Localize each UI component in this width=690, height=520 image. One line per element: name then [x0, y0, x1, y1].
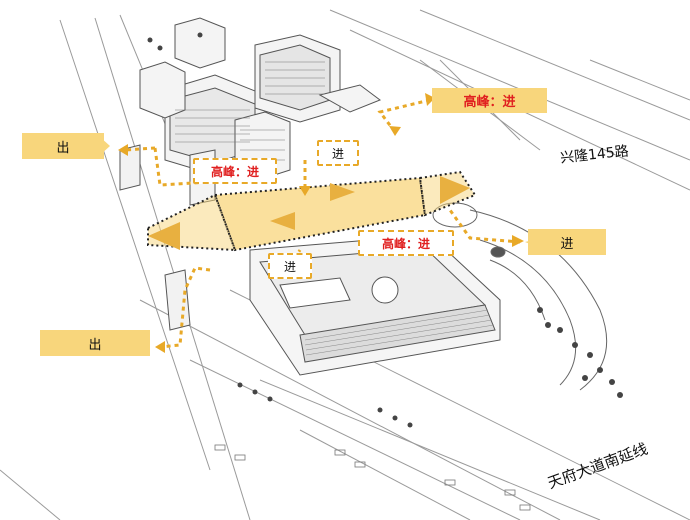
exit-text: 出 — [56, 140, 70, 156]
main-flow-arrows — [148, 176, 470, 250]
exit-label-bottom: 出 — [40, 330, 150, 356]
main-building — [249, 234, 501, 376]
entry-label-right: 进 — [528, 229, 606, 255]
peak-entry-text: 高峰：进 — [210, 164, 259, 179]
entry-text: 进 — [560, 236, 574, 252]
flow-arrowheads — [118, 93, 524, 353]
peak-entry-label-center-left: 高峰：进 — [193, 158, 277, 184]
peak-entry-text: 高峰：进 — [463, 95, 516, 110]
entry-label-top: 进 — [317, 140, 359, 166]
entry-text: 进 — [283, 259, 296, 274]
main-building-hatching — [304, 309, 495, 356]
peak-entry-text: 高峰：进 — [381, 236, 430, 251]
exit-label-top: 出 — [22, 133, 104, 159]
exit-text: 出 — [88, 337, 102, 353]
entry-text: 进 — [331, 146, 344, 161]
entry-label-center: 进 — [268, 253, 312, 279]
peak-entry-label-center-right: 高峰：进 — [358, 230, 454, 256]
north-building-hatching — [175, 61, 325, 161]
parked-cars — [214, 444, 531, 511]
trees — [147, 32, 623, 428]
peak-entry-label-top-right: 高峰：进 — [432, 88, 547, 113]
